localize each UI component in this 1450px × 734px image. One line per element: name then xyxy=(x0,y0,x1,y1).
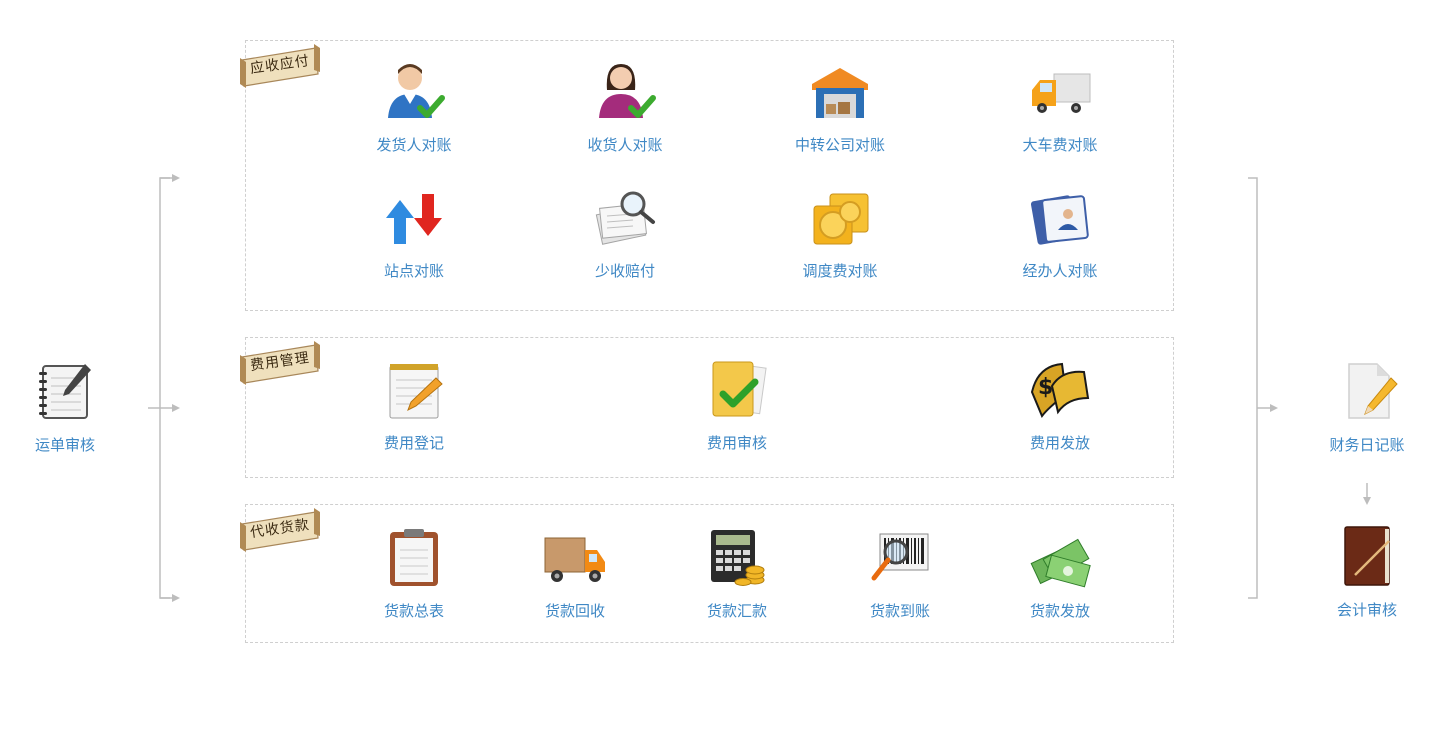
male-user-check-icon xyxy=(382,60,446,124)
truck-fee-reconcile-label: 大车费对账 xyxy=(1022,136,1098,154)
receivable-payable-ribbon: 应收应付 xyxy=(238,42,322,88)
handler-reconcile-item[interactable]: 经办人对账 xyxy=(1000,186,1120,281)
notepad-pencil-icon xyxy=(382,358,446,422)
consignee-reconcile-item[interactable]: 收货人对账 xyxy=(565,60,685,155)
payment-summary-label: 货款总表 xyxy=(383,602,444,620)
cash-stack-icon xyxy=(1028,526,1092,590)
calculator-coins-icon xyxy=(705,526,769,590)
payment-disburse-label: 货款发放 xyxy=(1029,602,1090,620)
barcode-scan-icon xyxy=(868,526,932,590)
handler-reconcile-label: 经办人对账 xyxy=(1022,262,1098,280)
transfer-company-reconcile-item[interactable]: 中转公司对账 xyxy=(780,60,900,155)
ribbon-icon xyxy=(240,508,320,552)
ledger-book-icon xyxy=(1335,525,1399,589)
cod-panel xyxy=(245,504,1174,643)
folder-check-icon xyxy=(705,358,769,422)
ribbon-icon xyxy=(240,44,320,88)
shipper-reconcile-label: 发货人对账 xyxy=(376,136,452,154)
dispatch-fee-reconcile-item[interactable]: 调度费对账 xyxy=(780,186,900,281)
dispatch-fee-reconcile-label: 调度费对账 xyxy=(802,262,878,280)
waybill-review-label: 运单审核 xyxy=(34,436,95,454)
warehouse-icon xyxy=(808,60,872,124)
notebook-pen-icon xyxy=(33,360,97,424)
expense-management-panel xyxy=(245,337,1174,478)
finance-journal-label: 财务日记账 xyxy=(1329,436,1405,454)
id-cards-icon xyxy=(1028,186,1092,250)
expense-register-item[interactable]: 费用登记 xyxy=(354,358,474,453)
payment-arrival-item[interactable]: 货款到账 xyxy=(840,526,960,621)
payment-disburse-item[interactable]: 货款发放 xyxy=(1000,526,1120,621)
expense-review-label: 费用审核 xyxy=(706,434,767,452)
payment-remittance-label: 货款汇款 xyxy=(706,602,767,620)
waybill-review-entry[interactable]: 运单审核 xyxy=(10,360,120,455)
short-receipt-compensation-item[interactable]: 少收赔付 xyxy=(565,186,685,281)
delivery-truck-icon xyxy=(543,526,607,590)
accounting-review-label: 会计审核 xyxy=(1336,601,1397,619)
clipboard-icon xyxy=(382,526,446,590)
station-reconcile-item[interactable]: 站点对账 xyxy=(354,186,474,281)
shipper-reconcile-item[interactable]: 发货人对账 xyxy=(354,60,474,155)
svg-text:$: $ xyxy=(1038,375,1053,400)
payment-recovery-label: 货款回收 xyxy=(544,602,605,620)
gold-coins-icon xyxy=(808,186,872,250)
expense-disburse-item[interactable]: $ 费用发放 xyxy=(1000,358,1120,453)
short-receipt-compensation-label: 少收赔付 xyxy=(594,262,655,280)
ribbon-icon xyxy=(240,341,320,385)
document-pencil-icon xyxy=(1335,360,1399,424)
consignee-reconcile-label: 收货人对账 xyxy=(587,136,663,154)
accounting-review-entry[interactable]: 会计审核 xyxy=(1312,525,1422,620)
truck-fee-reconcile-item[interactable]: 大车费对账 xyxy=(1000,60,1120,155)
payment-recovery-item[interactable]: 货款回收 xyxy=(515,526,635,621)
station-reconcile-label: 站点对账 xyxy=(383,262,444,280)
payment-arrival-label: 货款到账 xyxy=(869,602,930,620)
up-down-arrows-icon xyxy=(382,186,446,250)
dollar-bills-icon: $ xyxy=(1028,358,1092,422)
cod-ribbon: 代收货款 xyxy=(238,506,322,552)
finance-journal-entry[interactable]: 财务日记账 xyxy=(1312,360,1422,455)
female-user-check-icon xyxy=(593,60,657,124)
expense-review-item[interactable]: 费用审核 xyxy=(677,358,797,453)
magnifier-documents-icon xyxy=(593,186,657,250)
expense-register-label: 费用登记 xyxy=(383,434,444,452)
expense-management-ribbon: 费用管理 xyxy=(238,339,322,385)
transfer-company-reconcile-label: 中转公司对账 xyxy=(794,136,885,154)
payment-remittance-item[interactable]: 货款汇款 xyxy=(677,526,797,621)
payment-summary-item[interactable]: 货款总表 xyxy=(354,526,474,621)
truck-icon xyxy=(1028,60,1092,124)
receivable-payable-panel xyxy=(245,40,1174,311)
expense-disburse-label: 费用发放 xyxy=(1029,434,1090,452)
